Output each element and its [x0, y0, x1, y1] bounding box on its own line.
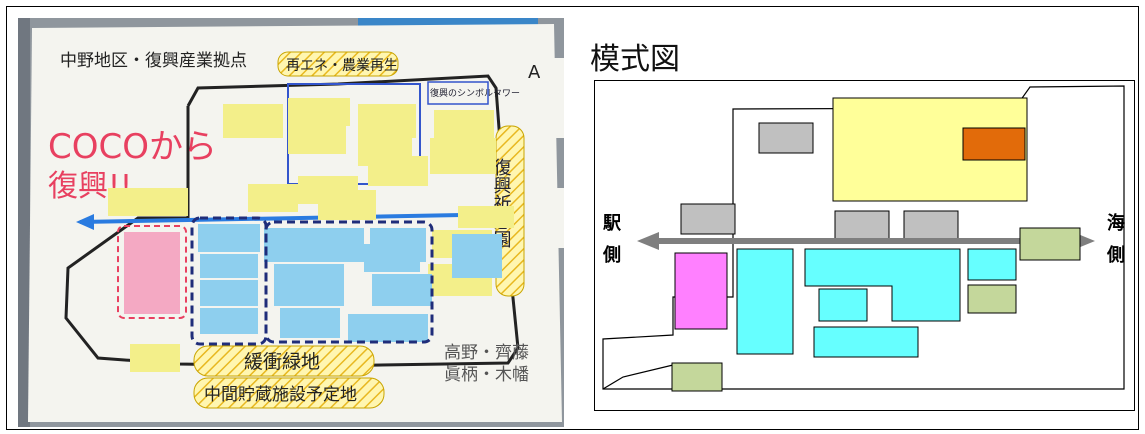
pink-zone: [674, 252, 728, 330]
photo-slogan-1: COCOから: [48, 127, 217, 167]
cyan-block-1: [736, 248, 794, 355]
cyan-block-2: [804, 248, 961, 322]
figure-frame: [6, 6, 1139, 430]
gray-block-top: [758, 122, 814, 154]
photo-header: 中野地区・復興産業拠点: [60, 51, 247, 71]
photo-top-note: 復興のシンボルタワー: [430, 87, 520, 99]
right-side-char-1: 海: [1107, 212, 1125, 234]
schematic-diagram: 駅 側 海 側: [594, 80, 1135, 411]
axis-arrow-head-left: [637, 232, 659, 250]
gray-block-left: [680, 203, 736, 235]
cyan-block-4: [813, 326, 919, 358]
green-block-bottom: [671, 362, 723, 392]
green-block-mid: [967, 284, 1017, 314]
gray-block-mid-1: [834, 210, 890, 242]
photo-authors-2: 眞柄・木幡: [444, 365, 529, 385]
left-side-char-1: 駅: [602, 213, 622, 234]
diagram-title: 模式図: [590, 42, 680, 77]
site-boundary-lower: [602, 364, 674, 390]
workshop-photo: 中野地区・復興産業拠点 再エネ・農業再生 A 復興のシンボルタワー COCOから…: [18, 18, 564, 427]
photo-corner-label: A: [528, 62, 541, 83]
cyan-block-3: [818, 288, 868, 322]
orange-zone: [962, 127, 1026, 161]
cyan-block-5: [967, 248, 1017, 281]
green-block-right: [1019, 227, 1081, 261]
photo-header-tag: 再エネ・農業再生: [286, 58, 398, 74]
photo-bottom-label-1: 緩衝緑地: [244, 351, 320, 373]
photo-bottom-label-2: 中間貯蔵施設予定地: [204, 385, 357, 405]
photo-authors-1: 高野・齊藤: [444, 343, 529, 363]
right-side-char-2: 側: [1106, 244, 1125, 266]
left-side-char-2: 側: [602, 244, 621, 266]
gray-block-mid-2: [903, 210, 959, 242]
